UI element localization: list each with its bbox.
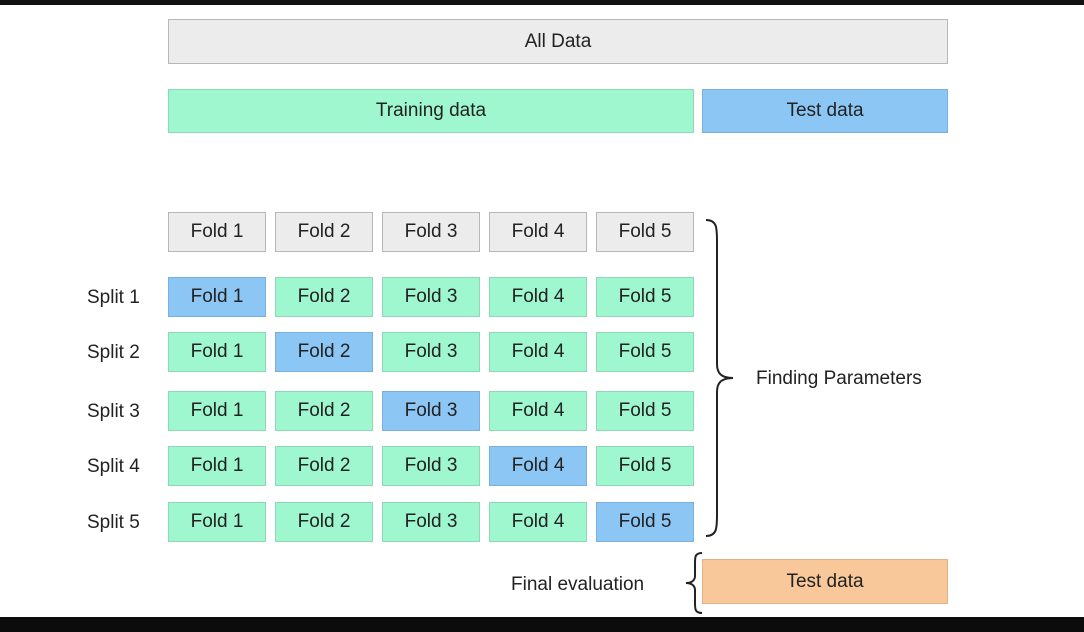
split-2-fold-5: Fold 5 — [596, 332, 694, 372]
split-2-fold-3: Fold 3 — [382, 332, 480, 372]
fold-header-5: Fold 5 — [596, 212, 694, 252]
split-5-fold-2: Fold 2 — [275, 502, 373, 542]
fold-header-3: Fold 3 — [382, 212, 480, 252]
split-1-fold-5: Fold 5 — [596, 277, 694, 317]
fold-label: Fold 1 — [190, 455, 244, 476]
fold-label: Fold 2 — [297, 286, 351, 307]
fold-label: Fold 1 — [190, 400, 244, 421]
test-data-label: Test data — [786, 100, 864, 121]
fold-label: Fold 4 — [511, 286, 565, 307]
split-2-fold-4: Fold 4 — [489, 332, 587, 372]
finding-parameters-label: Finding Parameters — [756, 368, 922, 389]
fold-label: Fold 3 — [404, 400, 458, 421]
split-4-fold-5: Fold 5 — [596, 446, 694, 486]
fold-label: Fold 4 — [511, 341, 565, 362]
fold-label: Fold 3 — [404, 286, 458, 307]
fold-header-label: Fold 5 — [618, 221, 672, 242]
fold-label: Fold 1 — [190, 511, 244, 532]
training-data-box: Training data — [168, 89, 694, 133]
final-evaluation-brace — [685, 552, 703, 614]
final-evaluation-label: Final evaluation — [511, 574, 645, 595]
top-border — [0, 0, 1084, 5]
fold-label: Fold 2 — [297, 400, 351, 421]
split-label: Split 4 — [87, 456, 140, 477]
fold-label: Fold 4 — [511, 455, 565, 476]
fold-label: Fold 2 — [297, 455, 351, 476]
split-4-fold-1: Fold 1 — [168, 446, 266, 486]
split-label: Split 1 — [87, 287, 140, 308]
fold-label: Fold 3 — [404, 341, 458, 362]
fold-label: Fold 3 — [404, 511, 458, 532]
fold-label: Fold 2 — [297, 511, 351, 532]
split-1-fold-2: Fold 2 — [275, 277, 373, 317]
fold-label: Fold 5 — [618, 511, 672, 532]
fold-header-4: Fold 4 — [489, 212, 587, 252]
fold-header-label: Fold 4 — [511, 221, 565, 242]
fold-label: Fold 2 — [297, 341, 351, 362]
split-3-fold-2: Fold 2 — [275, 391, 373, 431]
all-data-label: All Data — [524, 30, 592, 52]
split-3-fold-4: Fold 4 — [489, 391, 587, 431]
fold-label: Fold 5 — [618, 400, 672, 421]
split-1-fold-4: Fold 4 — [489, 277, 587, 317]
fold-header-1: Fold 1 — [168, 212, 266, 252]
split-label: Split 5 — [87, 512, 140, 533]
split-4-fold-3: Fold 3 — [382, 446, 480, 486]
fold-label: Fold 1 — [190, 286, 244, 307]
test-data-box: Test data — [702, 89, 948, 133]
training-data-label: Training data — [375, 100, 487, 121]
split-2-fold-1: Fold 1 — [168, 332, 266, 372]
bottom-border — [0, 617, 1084, 632]
fold-label: Fold 3 — [404, 455, 458, 476]
split-5-fold-4: Fold 4 — [489, 502, 587, 542]
fold-label: Fold 5 — [618, 455, 672, 476]
split-4-fold-2: Fold 2 — [275, 446, 373, 486]
final-test-data-label: Test data — [786, 570, 864, 592]
split-1-fold-1: Fold 1 — [168, 277, 266, 317]
all-data-box: All Data — [168, 19, 948, 64]
fold-header-label: Fold 2 — [297, 221, 351, 242]
fold-label: Fold 1 — [190, 341, 244, 362]
split-label: Split 3 — [87, 401, 140, 422]
split-5-fold-5: Fold 5 — [596, 502, 694, 542]
fold-header-label: Fold 3 — [404, 221, 458, 242]
finding-parameters-brace — [705, 219, 734, 537]
split-3-fold-3: Fold 3 — [382, 391, 480, 431]
fold-label: Fold 4 — [511, 511, 565, 532]
final-test-data-box: Test data — [702, 559, 948, 604]
split-5-fold-3: Fold 3 — [382, 502, 480, 542]
split-1-fold-3: Fold 3 — [382, 277, 480, 317]
split-3-fold-1: Fold 1 — [168, 391, 266, 431]
fold-header-2: Fold 2 — [275, 212, 373, 252]
split-3-fold-5: Fold 5 — [596, 391, 694, 431]
split-2-fold-2: Fold 2 — [275, 332, 373, 372]
fold-label: Fold 4 — [511, 400, 565, 421]
fold-label: Fold 5 — [618, 286, 672, 307]
fold-label: Fold 5 — [618, 341, 672, 362]
split-label: Split 2 — [87, 342, 140, 363]
fold-header-label: Fold 1 — [190, 221, 244, 242]
split-4-fold-4: Fold 4 — [489, 446, 587, 486]
split-5-fold-1: Fold 1 — [168, 502, 266, 542]
